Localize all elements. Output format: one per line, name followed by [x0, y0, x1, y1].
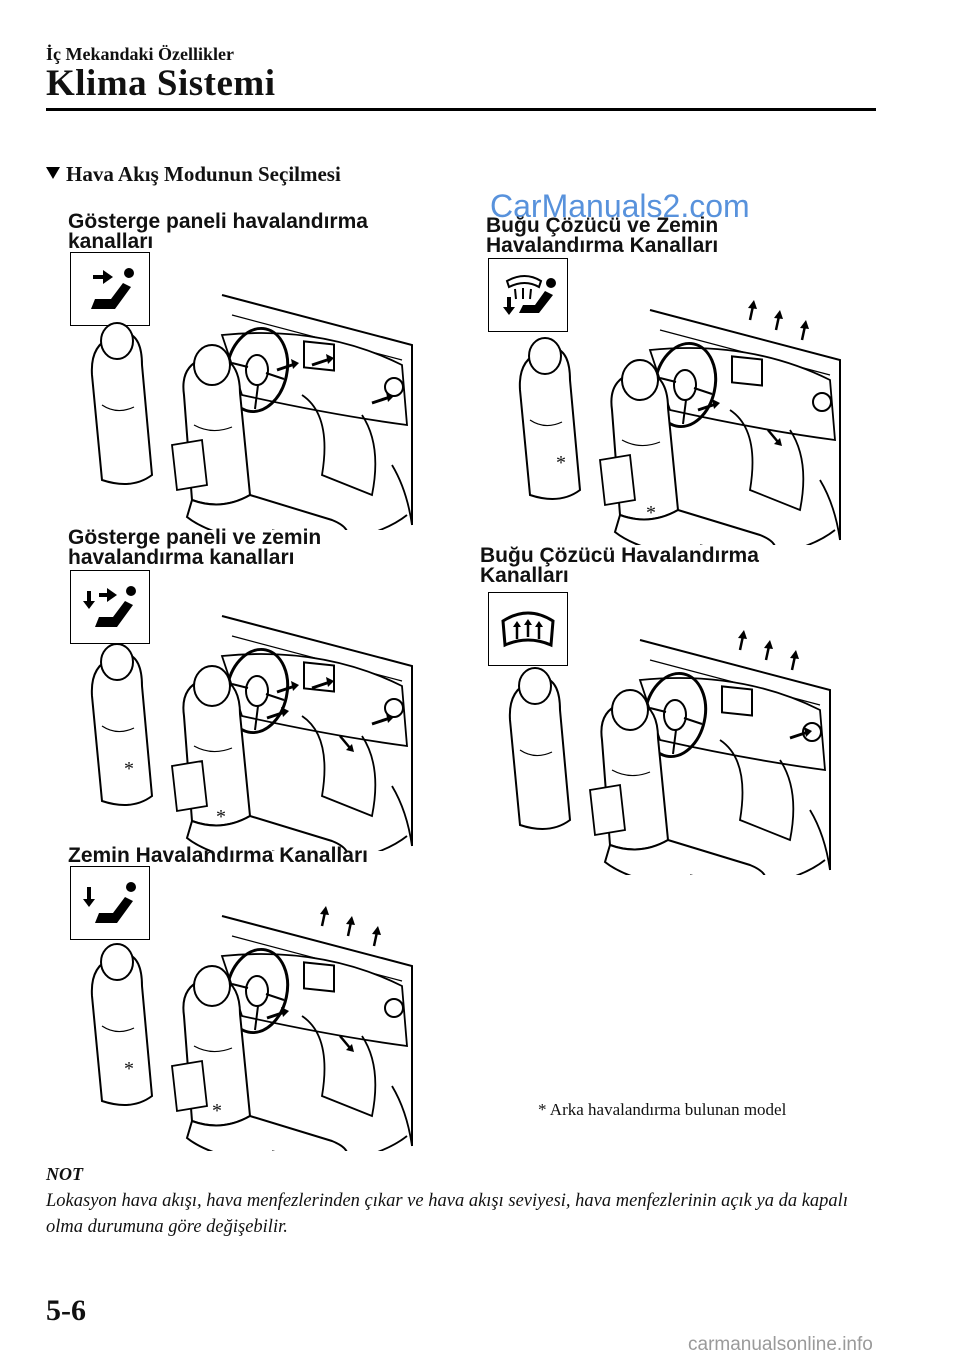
mode-label-line: Kanalları: [480, 564, 569, 587]
asterisk: *: [646, 502, 656, 524]
page-number: 5-6: [46, 1294, 86, 1327]
header-rule: [46, 108, 876, 111]
mode-label-line: Zemin Havalandırma Kanalları: [68, 844, 368, 867]
asterisk: *: [216, 806, 226, 828]
mode-label-panel: Gösterge paneli havalandırma kanalları: [68, 210, 428, 253]
footnote: * Arka havalandırma bulunan model: [538, 1100, 787, 1119]
mode-label-line: Gösterge paneli havalandırma: [68, 210, 368, 233]
mode-label-defrost: Buğu Çözücü Havalandırma Kanalları: [480, 544, 840, 587]
defrost-icon: [488, 592, 568, 666]
mode-label-defrost-floor: Buğu Çözücü ve Zemin Havalandırma Kanall…: [486, 214, 846, 257]
section-heading-text: Hava Akış Modunun Seçilmesi: [66, 162, 341, 186]
panel-floor-icon: [70, 570, 150, 644]
illustration-floor: [72, 896, 432, 1151]
mode-label-line: havalandırma kanalları: [68, 546, 295, 569]
triangle-bullet-icon: [46, 167, 60, 179]
mode-label-line: Buğu Çözücü Havalandırma: [480, 544, 759, 567]
floor-vent-icon: [70, 866, 150, 940]
asterisk: *: [124, 758, 134, 780]
asterisk: *: [124, 1058, 134, 1080]
defrost-floor-icon: [488, 258, 568, 332]
section-name: İç Mekandaki Özellikler: [46, 44, 234, 64]
asterisk: *: [556, 452, 566, 474]
mode-label-floor: Zemin Havalandırma Kanalları: [68, 844, 428, 867]
watermark-bottom: carmanualsonline.info: [688, 1334, 873, 1355]
mode-label-panel-floor: Gösterge paneli ve zemin havalandırma ka…: [68, 526, 428, 569]
illustration-panel: [72, 275, 432, 530]
note-text: Lokasyon hava akışı, hava menfezlerinden…: [46, 1191, 848, 1237]
asterisk: *: [212, 1100, 222, 1122]
panel-vent-icon: [70, 252, 150, 326]
illustration-defrost-floor: [500, 290, 860, 545]
watermark-top: CarManuals2.com: [490, 188, 750, 224]
mode-label-line: Gösterge paneli ve zemin: [68, 526, 322, 549]
mode-label-line: Havalandırma Kanalları: [486, 234, 719, 257]
chapter-title: Klima Sistemi: [46, 63, 276, 104]
mode-label-line: kanalları: [68, 230, 154, 253]
note-title: NOT: [46, 1164, 83, 1184]
illustration-defrost: [490, 620, 850, 875]
illustration-panel-floor: [72, 596, 432, 851]
section-heading: Hava Akış Modunun Seçilmesi: [46, 162, 341, 187]
mode-label-line: Buğu Çözücü ve Zemin: [486, 214, 719, 237]
